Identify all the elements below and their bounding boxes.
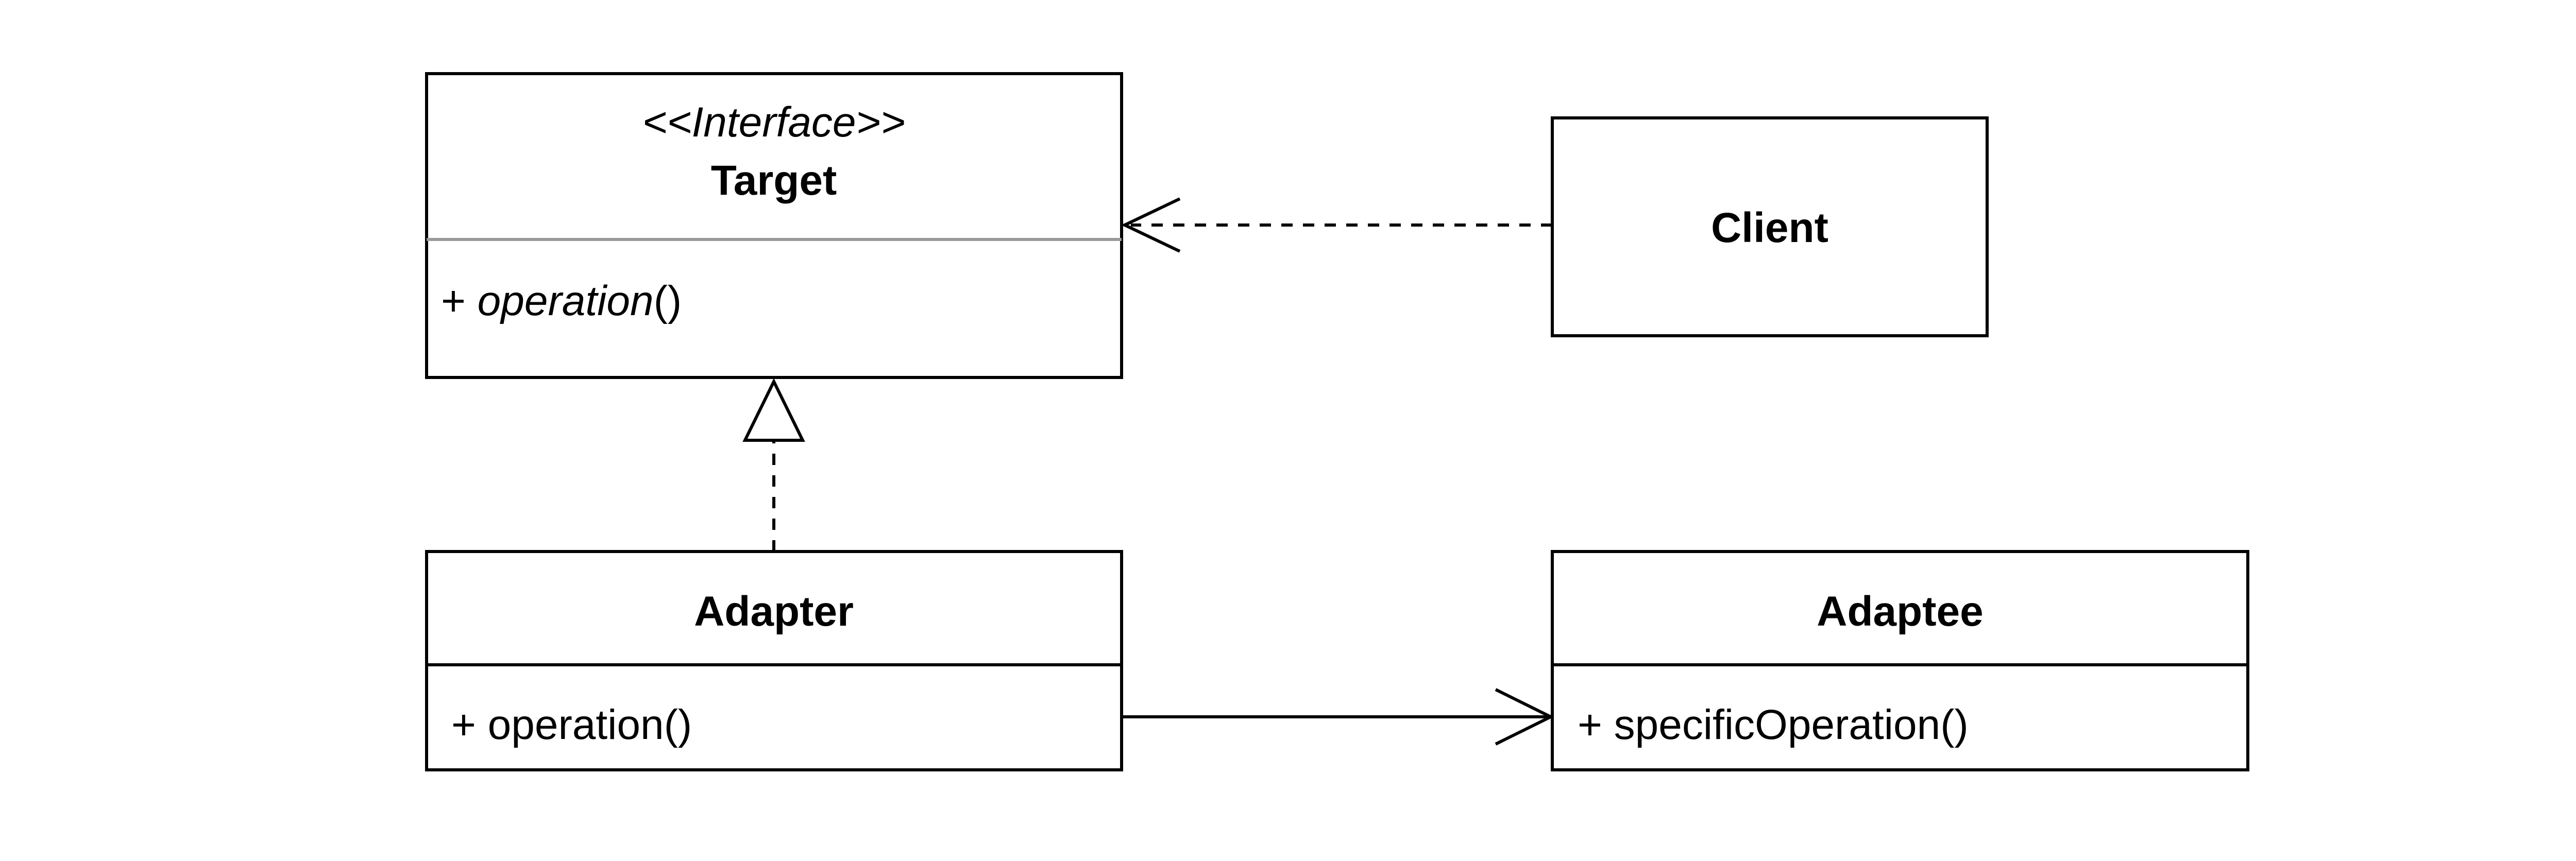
class-adapter-name: Adapter [694, 588, 854, 635]
class-client[interactable]: Client [1551, 116, 1989, 337]
class-adapter[interactable]: Adapter + operation() [425, 550, 1123, 771]
class-client-box [1551, 116, 1989, 337]
class-adapter-method: + operation() [451, 701, 692, 748]
class-target-method-name: operation [478, 278, 654, 324]
class-target-method-prefix: + [441, 278, 478, 324]
association-adapter-adaptee [1122, 688, 1554, 746]
class-target-name: Target [711, 157, 837, 204]
class-target[interactable]: <<Interface>> Target + operation() [425, 72, 1123, 379]
class-target-box [425, 72, 1123, 379]
class-adaptee-name: Adaptee [1817, 588, 1984, 635]
realization-adapter-target [742, 378, 805, 552]
hollow-triangle-icon [742, 378, 805, 442]
class-target-stereotype: <<Interface>> [642, 99, 906, 146]
class-client-name: Client [1711, 204, 1828, 251]
open-arrowhead-icon [1495, 688, 1554, 746]
dependency-client-target [1121, 197, 1552, 253]
open-arrowhead-icon [1121, 197, 1181, 253]
class-adaptee[interactable]: Adaptee + specificOperation() [1551, 550, 2249, 771]
class-adaptee-method: + specificOperation() [1578, 701, 1969, 748]
class-target-method-suffix: () [654, 278, 682, 324]
class-adaptee-box [1551, 550, 2249, 771]
class-target-method: + operation() [441, 278, 682, 324]
